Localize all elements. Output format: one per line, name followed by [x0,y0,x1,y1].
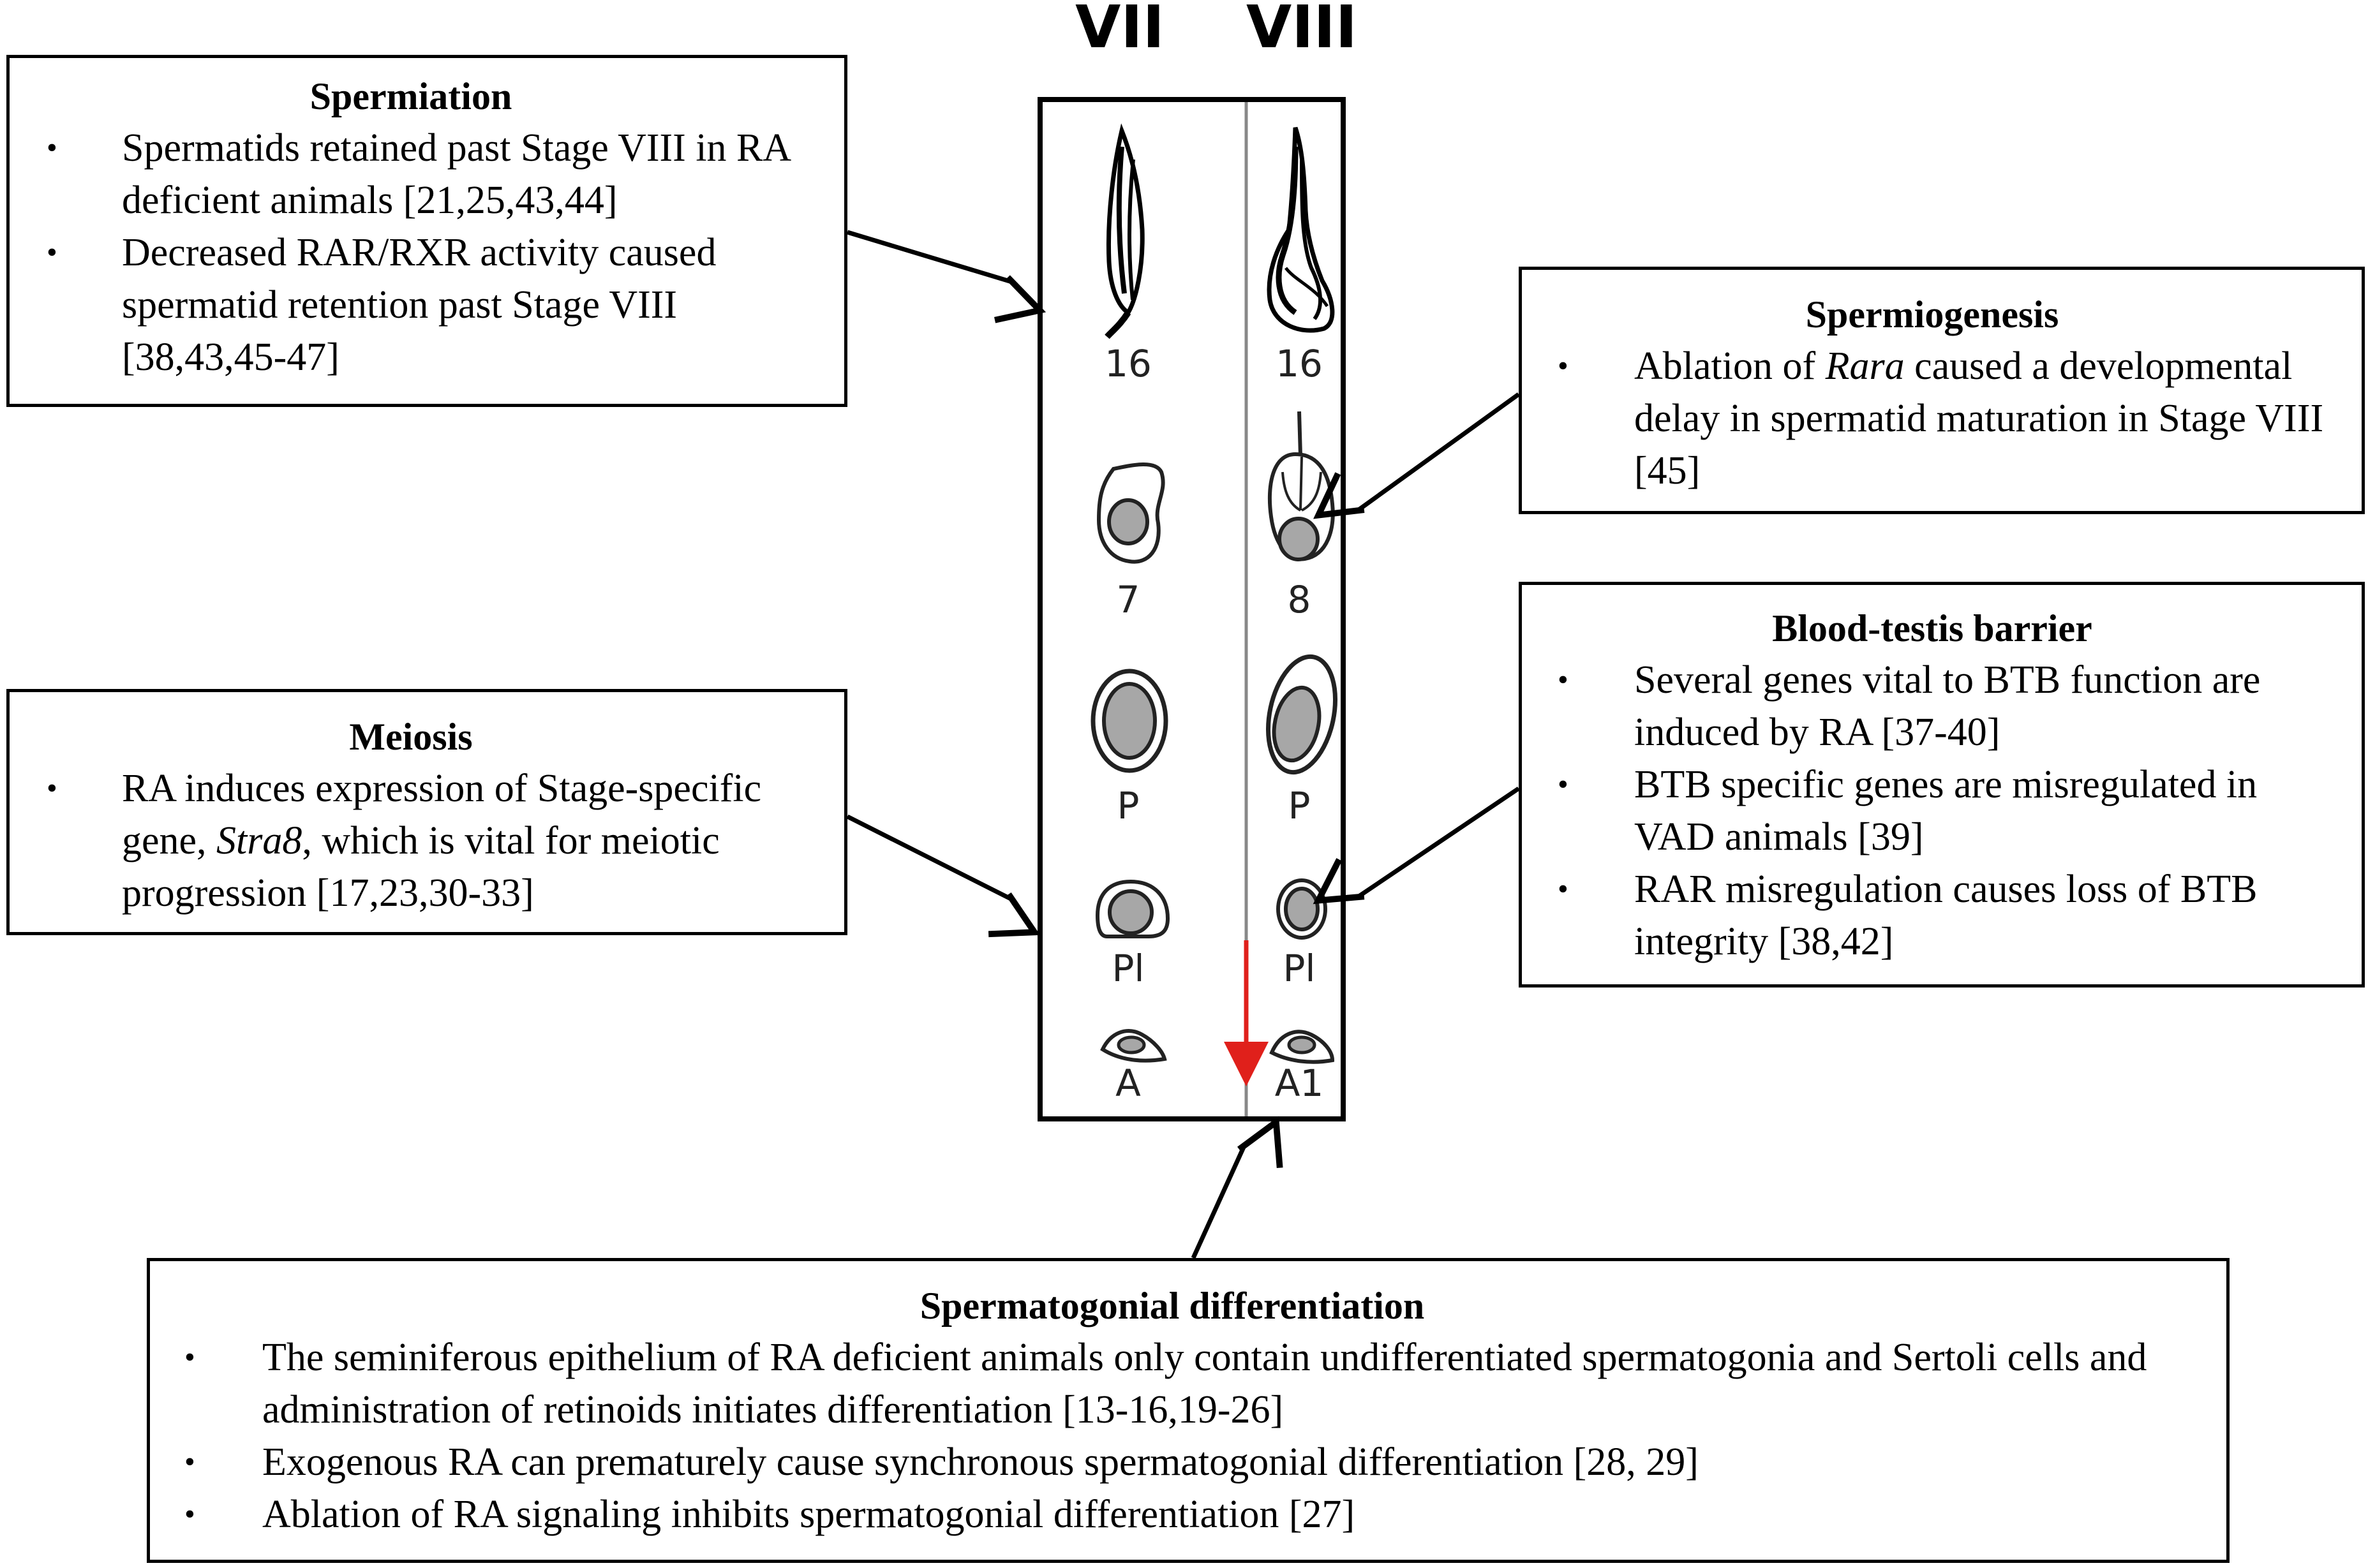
meiosis-box: Meiosis • RA induces expression of Stage-… [6,689,847,935]
list-item-text: Ablation of RA signaling inhibits sperma… [262,1493,1355,1536]
list-item-text: Several genes vital to BTB function are … [1634,658,2261,754]
arrow-meiosis [846,814,1041,938]
list-item: • Ablation of Rara caused a developmental… [1522,340,2342,497]
spermatogonial-differentiation-box: Spermatogonial differentiation • The semi… [147,1258,2230,1563]
spermiogenesis-list: • Ablation of Rara caused a developmental… [1522,340,2342,497]
spermiation-list: • Spermatids retained past Stage VIII in … [10,122,812,383]
spermiation-title: Spermiation [309,75,512,117]
cell-type-a-spermatogonium [1100,1029,1167,1063]
cell-label-8: 8 [1288,578,1311,621]
stage-label-viii: VIII [1246,0,1357,61]
cell-label-a: A [1115,1061,1141,1105]
cell-label-pl-viii: Pl [1283,947,1315,990]
list-item: • Several genes vital to BTB function are… [1522,654,2342,758]
gene-name-rara: Rara [1825,344,1905,388]
cell-label-p-viii: P [1288,784,1311,827]
bullet: • [1558,767,1568,801]
list-item-text: The seminiferous epithelium of RA defici… [262,1336,2147,1431]
differentiation-list: • The seminiferous epithelium of RA defic… [150,1331,2194,1541]
cell-round-spermatid-7 [1096,462,1165,564]
bullet: • [184,1340,195,1374]
bullet: • [1558,663,1568,697]
stage-label-vii: VII [1075,0,1165,61]
text-segment: , which is vital for meiotic progression… [122,819,720,915]
cell-label-pl-vii: Pl [1112,947,1144,990]
btb-title: Blood-testis barrier [1772,607,2092,649]
cell-type-a1-spermatogonium [1269,1030,1335,1064]
list-item-text: Exogenous RA can prematurely cause synch… [262,1440,1699,1484]
list-item-text: Ablation of Rara caused a developmental … [1634,340,2342,497]
cell-label-a1: A1 [1275,1061,1324,1105]
list-item-text: Spermatids retained past Stage VIII in R… [122,126,789,222]
bullet: • [47,771,57,805]
cell-pachytene-spermatocyte-viii [1265,654,1338,775]
arrow-spermiogenesis [1313,392,1521,519]
cell-label-16-vii: 16 [1105,342,1152,385]
btb-list: • Several genes vital to BTB function are… [1522,654,2342,968]
list-item-text: Decreased RAR/RXR activity caused sperma… [122,231,717,379]
cell-label-p-vii: P [1117,784,1140,827]
list-item-text: BTB specific genes are misregulated in V… [1634,763,2258,859]
bullet: • [47,235,57,269]
list-item: • Exogenous RA can prematurely cause sync… [150,1436,2194,1488]
bullet: • [1558,872,1568,906]
blood-testis-barrier-box: Blood-testis barrier • Several genes vita… [1519,582,2365,987]
list-item: • RA induces expression of Stage-specific… [10,762,812,919]
cell-preleptotene-spermatocyte-vii [1095,879,1170,938]
arrow-btb [1313,787,1520,905]
spermiation-box: Spermiation • Spermatids retained past St… [6,55,847,407]
arrow-spermiation [846,230,1046,323]
bullet: • [47,131,57,165]
list-item-text: RA induces expression of Stage-specific … [122,762,812,919]
spermiogenesis-box: Spermiogenesis • Ablation of Rara caused … [1519,267,2365,514]
text-segment: caused a developmental delay in spermati… [1634,344,2324,492]
text-segment: RA induces expression of Stage-specific … [122,767,762,862]
cell-pachytene-spermatocyte-vii [1091,669,1168,773]
list-item: • Decreased RAR/RXR activity caused sperm… [10,226,812,383]
bullet: • [1558,349,1568,383]
cell-elongated-spermatid-16-vii [1105,123,1145,339]
spermiogenesis-title: Spermiogenesis [1805,293,2059,336]
cell-preleptotene-spermatocyte-viii [1276,878,1327,940]
arrow-differentiation [1191,1116,1283,1259]
bullet: • [184,1497,195,1531]
list-item: • BTB specific genes are misregulated in … [1522,758,2342,863]
list-item: • The seminiferous epithelium of RA defic… [150,1331,2194,1436]
meiosis-list: • RA induces expression of Stage-specific… [10,762,812,919]
list-item: • RAR misregulation causes loss of BTB in… [1522,863,2342,968]
list-item: • Spermatids retained past Stage VIII in … [10,122,812,226]
text-segment: Ablation of [1634,344,1826,388]
differentiation-title: Spermatogonial differentiation [920,1285,1425,1327]
list-item-text: RAR misregulation causes loss of BTB int… [1634,868,2258,963]
cell-label-16-viii: 16 [1276,342,1323,385]
bullet: • [184,1445,195,1479]
meiosis-title: Meiosis [349,716,473,758]
list-item: • Ablation of RA signaling inhibits sperm… [150,1488,2194,1541]
cell-elongated-spermatid-16-viii [1267,126,1335,333]
cell-label-7: 7 [1117,578,1140,621]
gene-name-stra8: Stra8 [216,819,302,862]
